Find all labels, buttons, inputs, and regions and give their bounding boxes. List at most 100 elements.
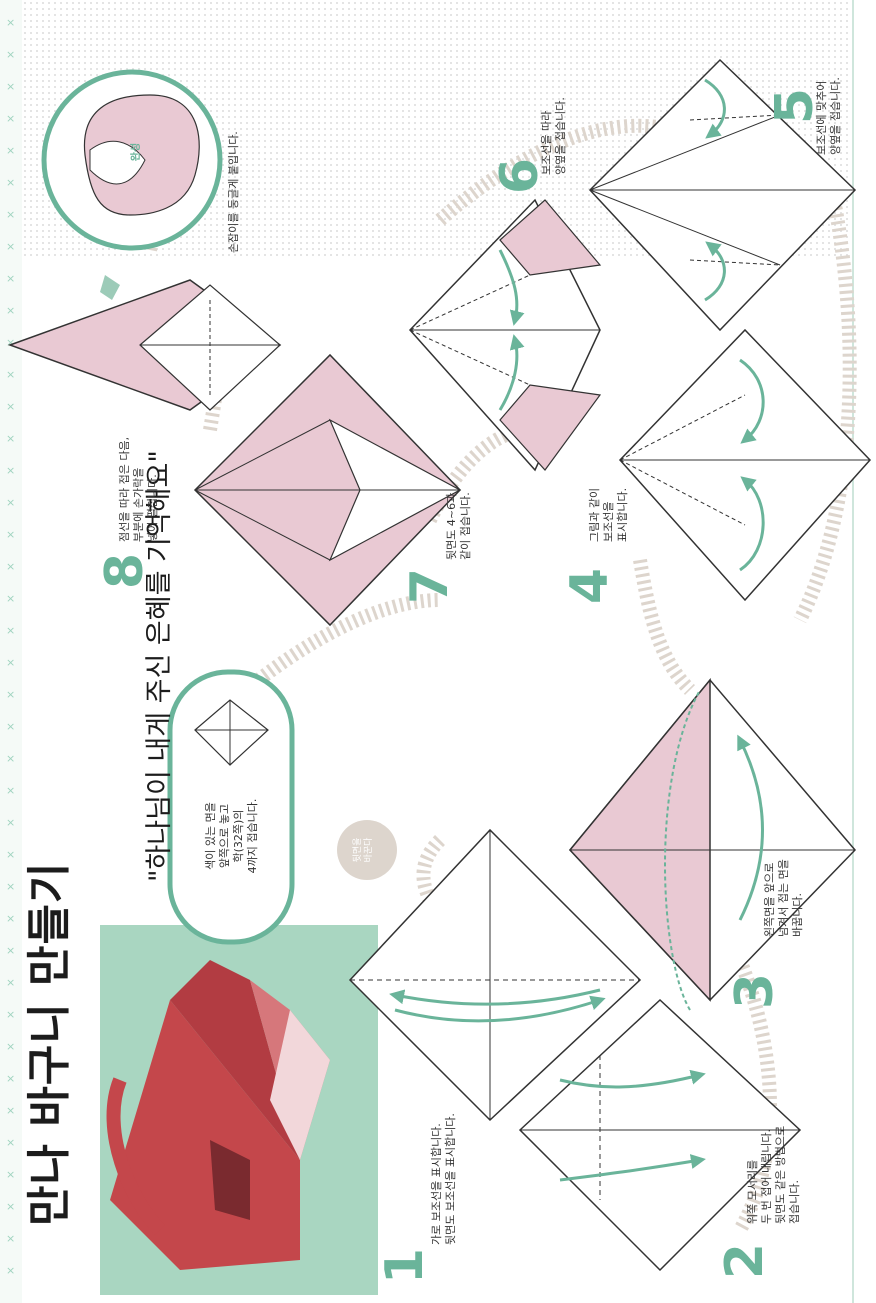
x-decoration-icon: ×	[6, 912, 16, 925]
intro-box	[167, 669, 295, 945]
flip-badge-circle	[337, 820, 397, 880]
step6-number: 6	[490, 157, 550, 195]
step8-text: 점선을 따라 접은 다음, 부분에 손가락을 넣어 펼칩니다.	[118, 412, 162, 542]
x-decoration-icon: ×	[6, 592, 16, 605]
flip-badge-line: 뒷면을	[353, 837, 363, 863]
step3-diagram	[569, 677, 857, 1011]
x-decoration-icon: ×	[6, 944, 16, 957]
step2-diagram	[518, 998, 802, 1272]
x-decoration-icon: ×	[6, 624, 16, 637]
step4-line: 보조선을	[602, 501, 615, 542]
x-decoration-icon: ×	[6, 1168, 16, 1181]
left-strip	[0, 0, 22, 1303]
step5-line: 양옆을 접습니다.	[829, 77, 842, 155]
step1-text: 가로 보조선을 표시합니다. 뒷면도 보조선을 표시합니다.	[430, 1065, 460, 1245]
step4-diagram	[618, 328, 872, 602]
step1-line: 가로 보조선을 표시합니다.	[430, 1123, 443, 1245]
step7-number: 7	[400, 567, 460, 605]
x-decoration-icon: ×	[6, 464, 16, 477]
step3-text: 왼쪽면을 앞으로 넘겨서 접는 면을 바꿉니다.	[763, 827, 807, 937]
x-decoration-icon: ×	[6, 880, 16, 893]
step6-line: 보조선을 따라	[540, 110, 553, 175]
intro-text: 색이 있는 면을 앞쪽으로 놓고 학(32쪽)의 4까지 접습니다.	[204, 771, 266, 901]
intro-line: 색이 있는 면을	[204, 802, 217, 870]
intro-line: 학(32쪽)의	[232, 809, 245, 863]
flip-badge-text: 뒷면을 바꾼다	[353, 820, 381, 880]
step3-line: 왼쪽면을 앞으로	[763, 862, 776, 937]
x-decoration-icon: ×	[6, 752, 16, 765]
step7-line: 뒷면도 4~6과	[445, 492, 458, 560]
step2-line: 뒷면도 같은 방법으로	[774, 1125, 787, 1224]
step7-diagram	[193, 353, 462, 627]
x-decoration-icon: ×	[6, 48, 16, 61]
x-decoration-icon: ×	[6, 176, 16, 189]
x-decoration-icon: ×	[6, 144, 16, 157]
x-decoration-icon: ×	[6, 80, 16, 93]
x-decoration-icon: ×	[6, 656, 16, 669]
x-decoration-icon: ×	[6, 112, 16, 125]
step8-line: 넣어 펼칩니다.	[146, 474, 159, 542]
x-decoration-icon: ×	[6, 720, 16, 733]
x-decoration-icon: ×	[6, 272, 16, 285]
x-decoration-icon: ×	[6, 1232, 16, 1245]
step6-line: 양옆을 접습니다.	[554, 97, 567, 175]
step5-diagram	[588, 58, 857, 332]
step5-text: 보조선에 맞추어 양옆을 접습니다.	[815, 35, 845, 155]
step7-line: 같이 접습니다.	[459, 492, 472, 560]
x-decoration-icon: ×	[6, 16, 16, 29]
right-border-line	[852, 0, 854, 1303]
step5-line: 보조선에 맞추어	[815, 80, 828, 155]
intro-line: 앞쪽으로 놓고	[218, 803, 231, 869]
x-decoration-icon: ×	[6, 432, 16, 445]
step3-number: 3	[725, 972, 785, 1010]
x-decoration-icon: ×	[6, 1040, 16, 1053]
x-decoration-icon: ×	[6, 240, 16, 253]
x-decoration-icon: ×	[6, 560, 16, 573]
step1-diagram	[348, 828, 642, 1122]
step1-number: 1	[375, 1247, 435, 1285]
step2-line: 두 번 접어 내립니다.	[760, 1129, 773, 1224]
step4-number: 4	[560, 567, 620, 605]
step8-diagram	[7, 275, 282, 411]
page-title: 만나 바구니 만들기	[24, 861, 75, 1226]
step4-line: 표시합니다.	[616, 487, 629, 542]
x-decoration-icon: ×	[6, 304, 16, 317]
basket-photo	[100, 925, 378, 1295]
step2-line: 접습니다.	[788, 1180, 801, 1224]
x-decoration-icon: ×	[6, 336, 16, 349]
x-decoration-icon: ×	[6, 816, 16, 829]
step1-line: 뒷면도 보조선을 표시합니다.	[444, 1113, 457, 1245]
step3-line: 바꿉니다.	[791, 893, 804, 937]
step3-line: 넘겨서 접는 면을	[777, 859, 790, 937]
x-decoration-icon: ×	[6, 688, 16, 701]
complete-circle	[41, 69, 223, 251]
intro-line: 4까지 접습니다.	[246, 798, 259, 874]
step2-number: 2	[715, 1242, 775, 1280]
flip-badge-line: 바꾼다	[364, 837, 374, 863]
x-decoration-icon: ×	[6, 1104, 16, 1117]
x-decoration-icon: ×	[6, 1008, 16, 1021]
step8-line: 부분에 손가락을	[132, 467, 145, 542]
x-decoration-icon: ×	[6, 1136, 16, 1149]
step6-diagram	[408, 198, 602, 472]
step7-text: 뒷면도 4~6과 같이 접습니다.	[445, 470, 475, 560]
step4-line: 그림과 같이	[588, 487, 601, 542]
x-decoration-icon: ×	[6, 976, 16, 989]
step5-number: 5	[765, 87, 825, 125]
x-decoration-icon: ×	[6, 1264, 16, 1277]
x-decoration-icon: ×	[6, 528, 16, 541]
x-decoration-icon: ×	[6, 784, 16, 797]
complete-caption: 손잡이를 둥글게 붙입니다.	[227, 131, 240, 253]
step4-text: 그림과 같이 보조선을 표시합니다.	[588, 462, 632, 542]
x-decoration-icon: ×	[6, 368, 16, 381]
step2-text: 위쪽 모서리를 두 번 접어 내립니다. 뒷면도 같은 방법으로 접습니다.	[746, 1094, 804, 1224]
step2-line: 위쪽 모서리를	[746, 1159, 759, 1224]
x-decoration-icon: ×	[6, 400, 16, 413]
complete-badge: 완성	[131, 142, 142, 162]
x-decoration-icon: ×	[6, 1200, 16, 1213]
x-decoration-icon: ×	[6, 848, 16, 861]
step8-line: 점선을 따라 접은 다음,	[118, 436, 131, 542]
x-decoration-icon: ×	[6, 1072, 16, 1085]
